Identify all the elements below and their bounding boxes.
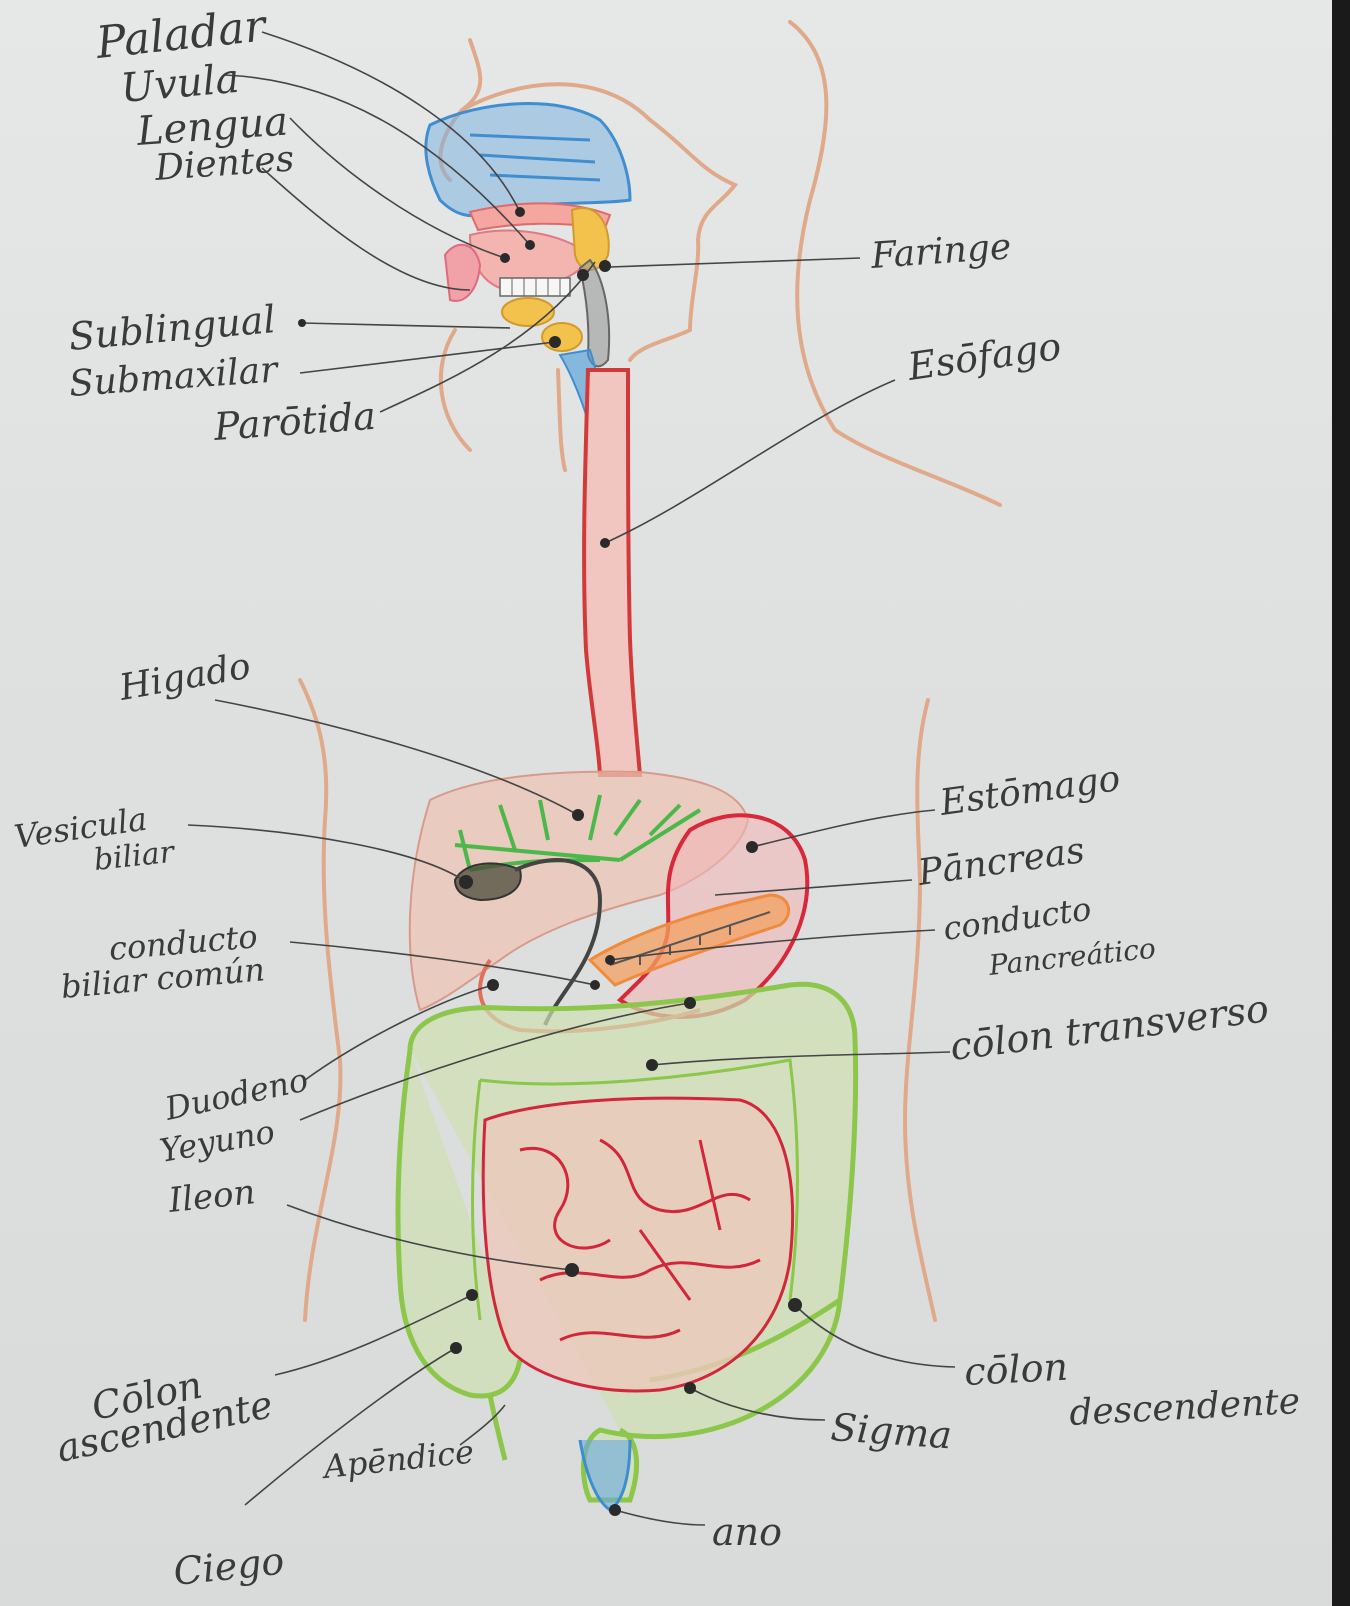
dot-estomago [746, 841, 758, 853]
label-estomago: Estōmago [937, 758, 1123, 824]
label-higado: Higado [115, 646, 253, 709]
label-esofago: Esōfago [904, 324, 1064, 389]
submaxilar-gland [542, 323, 582, 351]
dot-colon-ascendente [466, 1289, 478, 1301]
sublingual-gland [502, 298, 554, 326]
neck-back-outline [441, 330, 470, 450]
dot-faringe [599, 260, 611, 272]
label-submaxilar: Submaxilar [68, 349, 281, 405]
esophagus-tube [584, 370, 640, 775]
label-dientes: Dientes [153, 138, 296, 189]
label-ciego: Ciego [171, 1539, 286, 1594]
dot-duodeno [487, 979, 499, 991]
label-conducto-pancreatico-line2: Pancreático [986, 932, 1157, 982]
dot-esofago [600, 538, 610, 548]
dot-lengua [500, 253, 510, 263]
neck-left-outline [558, 370, 565, 470]
small-intestine [483, 1098, 792, 1391]
label-colon-descendente-line1: cōlon [963, 1345, 1069, 1394]
leader-submaxilar [300, 342, 555, 373]
label-sigma: Sigma [829, 1405, 953, 1457]
label-pancreas: Pāncreas [915, 830, 1088, 894]
label-conducto-biliar-line2: biliar común [59, 950, 266, 1006]
dot-uvula [525, 240, 535, 250]
dot-sigma [684, 1382, 696, 1394]
label-ileon: Ileon [166, 1172, 257, 1221]
dot-colon-transverso [646, 1059, 658, 1071]
dot-vesicula [459, 875, 473, 889]
dot-conducto-biliar [590, 980, 600, 990]
appendix [490, 1395, 505, 1460]
dot-sublingual [298, 319, 306, 327]
label-faringe: Faringe [869, 226, 1013, 277]
label-conducto-pancreatico-line1: conducto [941, 890, 1094, 948]
label-sublingual: Sublingual [67, 297, 277, 359]
dot-paladar [515, 207, 525, 217]
leader-ano [615, 1510, 705, 1525]
dot-parotida [577, 269, 589, 281]
label-vesicula-line2: biliar [92, 835, 177, 878]
paper-edge [1332, 0, 1350, 1606]
label-paladar: Paladar [93, 0, 271, 69]
torso-right-outline [905, 700, 935, 1320]
label-colon-descendente-line2: descendente [1068, 1381, 1301, 1434]
lips [445, 245, 480, 301]
nasal-cavity [426, 104, 630, 216]
leader-faringe [610, 258, 860, 267]
small-intestine-shape [483, 1098, 792, 1391]
leader-sublingual [302, 323, 510, 328]
dot-higado [572, 809, 584, 821]
label-colon-transverso: cōlon transverso [948, 986, 1271, 1069]
dot-ano [609, 1504, 621, 1516]
dot-submaxilar [549, 336, 561, 348]
dot-ciego [450, 1342, 462, 1354]
dot-yeyuno [684, 997, 696, 1009]
dot-ileon [565, 1263, 579, 1277]
label-apendice: Apēndice [319, 1432, 476, 1486]
esophagus [584, 370, 640, 775]
dot-conducto-pancreatico [605, 955, 615, 965]
dot-colon-descendente [788, 1298, 802, 1312]
leader-esofago [605, 380, 895, 543]
label-parotida: Parōtida [212, 394, 378, 449]
label-ano: ano [712, 1510, 782, 1554]
torso-left-outline [300, 680, 340, 1320]
